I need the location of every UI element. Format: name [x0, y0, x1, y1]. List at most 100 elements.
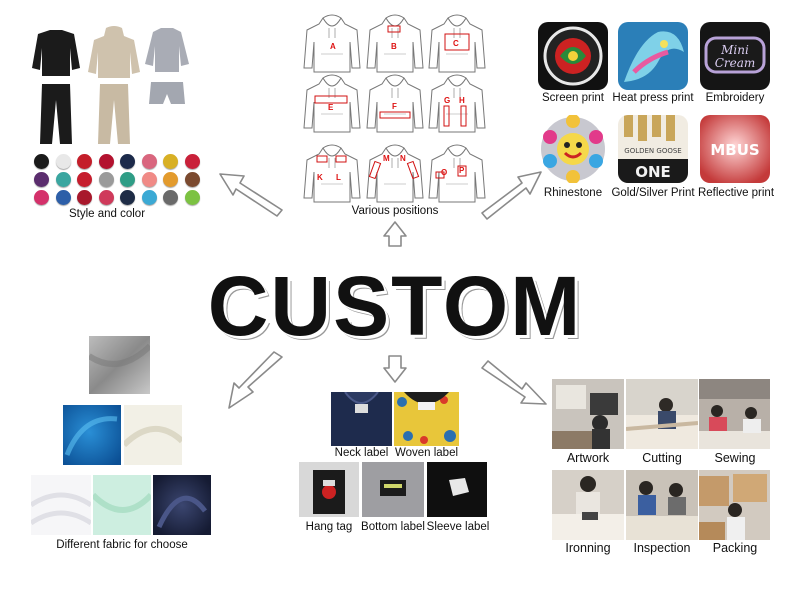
label-type-caption: Woven label: [394, 447, 459, 459]
color-swatch: [184, 172, 200, 187]
label-type-caption: Hang tag: [305, 521, 353, 533]
position-letter: O: [441, 168, 448, 177]
position-letter: G: [444, 96, 451, 105]
position-letter: N: [400, 154, 406, 163]
position-letter: P: [459, 166, 465, 175]
grey-fabric-image: [89, 336, 150, 394]
packing-photo: [699, 470, 770, 540]
process-step-caption: Sewing: [714, 451, 756, 465]
hoodie-position-sketch: C: [428, 12, 486, 74]
arrow-upper-right-icon: [481, 171, 542, 220]
color-swatch: [98, 154, 114, 169]
arrow-up-icon: [383, 221, 407, 247]
color-swatch: [141, 172, 157, 187]
neck-label-image: [331, 392, 392, 446]
technique-caption: Rhinestone: [543, 187, 603, 199]
grey-sweat-set-image: [145, 28, 189, 104]
hoodie-position-sketch: B: [366, 12, 424, 74]
svg-text:MBUS: MBUS: [710, 141, 759, 159]
cream-fabric-image: [124, 405, 182, 465]
arrow-down-icon: [383, 355, 407, 383]
technique-caption: Embroidery: [705, 92, 765, 104]
color-swatch: [120, 172, 135, 187]
label-type-caption: Sleeve label: [426, 521, 490, 533]
fabric-caption: Different fabric for choose: [56, 539, 188, 551]
sleeve-label-image: [427, 462, 487, 517]
label-type-caption: Bottom label: [361, 521, 425, 533]
position-letter: B: [391, 42, 397, 51]
process-step-caption: Cutting: [642, 451, 682, 465]
arrow-lower-left-icon: [228, 351, 283, 409]
color-swatch: [55, 172, 71, 187]
position-letter: H: [459, 96, 465, 105]
color-swatch: [77, 190, 92, 205]
hoodie-position-sketch: E: [303, 72, 361, 134]
embroidery-image: Mini Cream: [700, 22, 770, 90]
artwork-photo: [552, 379, 624, 449]
color-swatch: [34, 154, 49, 169]
label-type-caption: Neck label: [334, 447, 389, 459]
color-swatch: [184, 154, 200, 169]
navy-fabric-image: [153, 475, 211, 535]
process-step-caption: Inspection: [633, 541, 691, 555]
woven-label-image: [394, 392, 459, 446]
mint-fabric-image: [93, 475, 151, 535]
position-letter: C: [453, 39, 459, 48]
blue-fabric-image: [63, 405, 121, 465]
position-letter: K: [317, 173, 323, 182]
hoodie-position-sketch: A: [303, 12, 361, 74]
bottom-label-image: [362, 462, 424, 517]
technique-caption: Screen print: [541, 92, 604, 104]
position-letter: F: [392, 102, 397, 111]
color-swatch: [77, 172, 92, 187]
arrow-lower-right-icon: [481, 360, 547, 405]
position-letter: E: [328, 103, 334, 112]
arrow-upper-left-icon: [219, 173, 283, 217]
hang-tag-image: [299, 462, 359, 517]
color-swatch: [163, 154, 178, 169]
sewing-photo: [699, 379, 770, 449]
process-step-caption: Ironning: [565, 541, 611, 555]
technique-caption: Gold/Silver Print: [611, 187, 695, 199]
black-tracksuit-image: [32, 30, 80, 144]
svg-text:Cream: Cream: [715, 56, 756, 70]
position-letter: L: [336, 173, 341, 182]
technique-caption: Heat press print: [612, 92, 694, 104]
process-step-caption: Packing: [712, 541, 758, 555]
heat-press-print-image: [618, 22, 688, 90]
color-swatch: [98, 190, 114, 205]
color-swatch: [120, 154, 135, 169]
color-swatch: [184, 190, 200, 205]
color-swatch: [163, 190, 178, 205]
technique-caption: Reflective print: [697, 187, 775, 199]
positions-caption: Various positions: [351, 205, 439, 217]
position-letter: A: [330, 42, 336, 51]
cutting-photo: [626, 379, 698, 449]
svg-text:Mini: Mini: [720, 43, 749, 57]
gold-silver-print-image: GOLDEN GOOSE ONE: [618, 115, 688, 183]
svg-text:ONE: ONE: [635, 163, 671, 181]
color-swatch: [55, 190, 71, 205]
beige-tracksuit-image: [88, 26, 140, 144]
color-swatch: [141, 190, 157, 205]
svg-text:GOLDEN GOOSE: GOLDEN GOOSE: [624, 147, 681, 155]
rhinestone-image: [538, 115, 608, 183]
color-swatch: [34, 172, 49, 187]
color-swatch: [55, 154, 71, 169]
position-letter: M: [383, 154, 390, 163]
process-step-caption: Artwork: [566, 451, 610, 465]
color-swatch: [163, 172, 178, 187]
hoodie-position-sketch: F: [366, 72, 424, 134]
inspection-photo: [626, 470, 698, 540]
color-swatch: [77, 154, 92, 169]
color-swatch: [141, 154, 157, 169]
color-swatch: [98, 172, 114, 187]
reflective-print-image: MBUS: [700, 115, 770, 183]
page-title: CUSTOM: [207, 259, 583, 353]
color-swatch: [120, 190, 135, 205]
